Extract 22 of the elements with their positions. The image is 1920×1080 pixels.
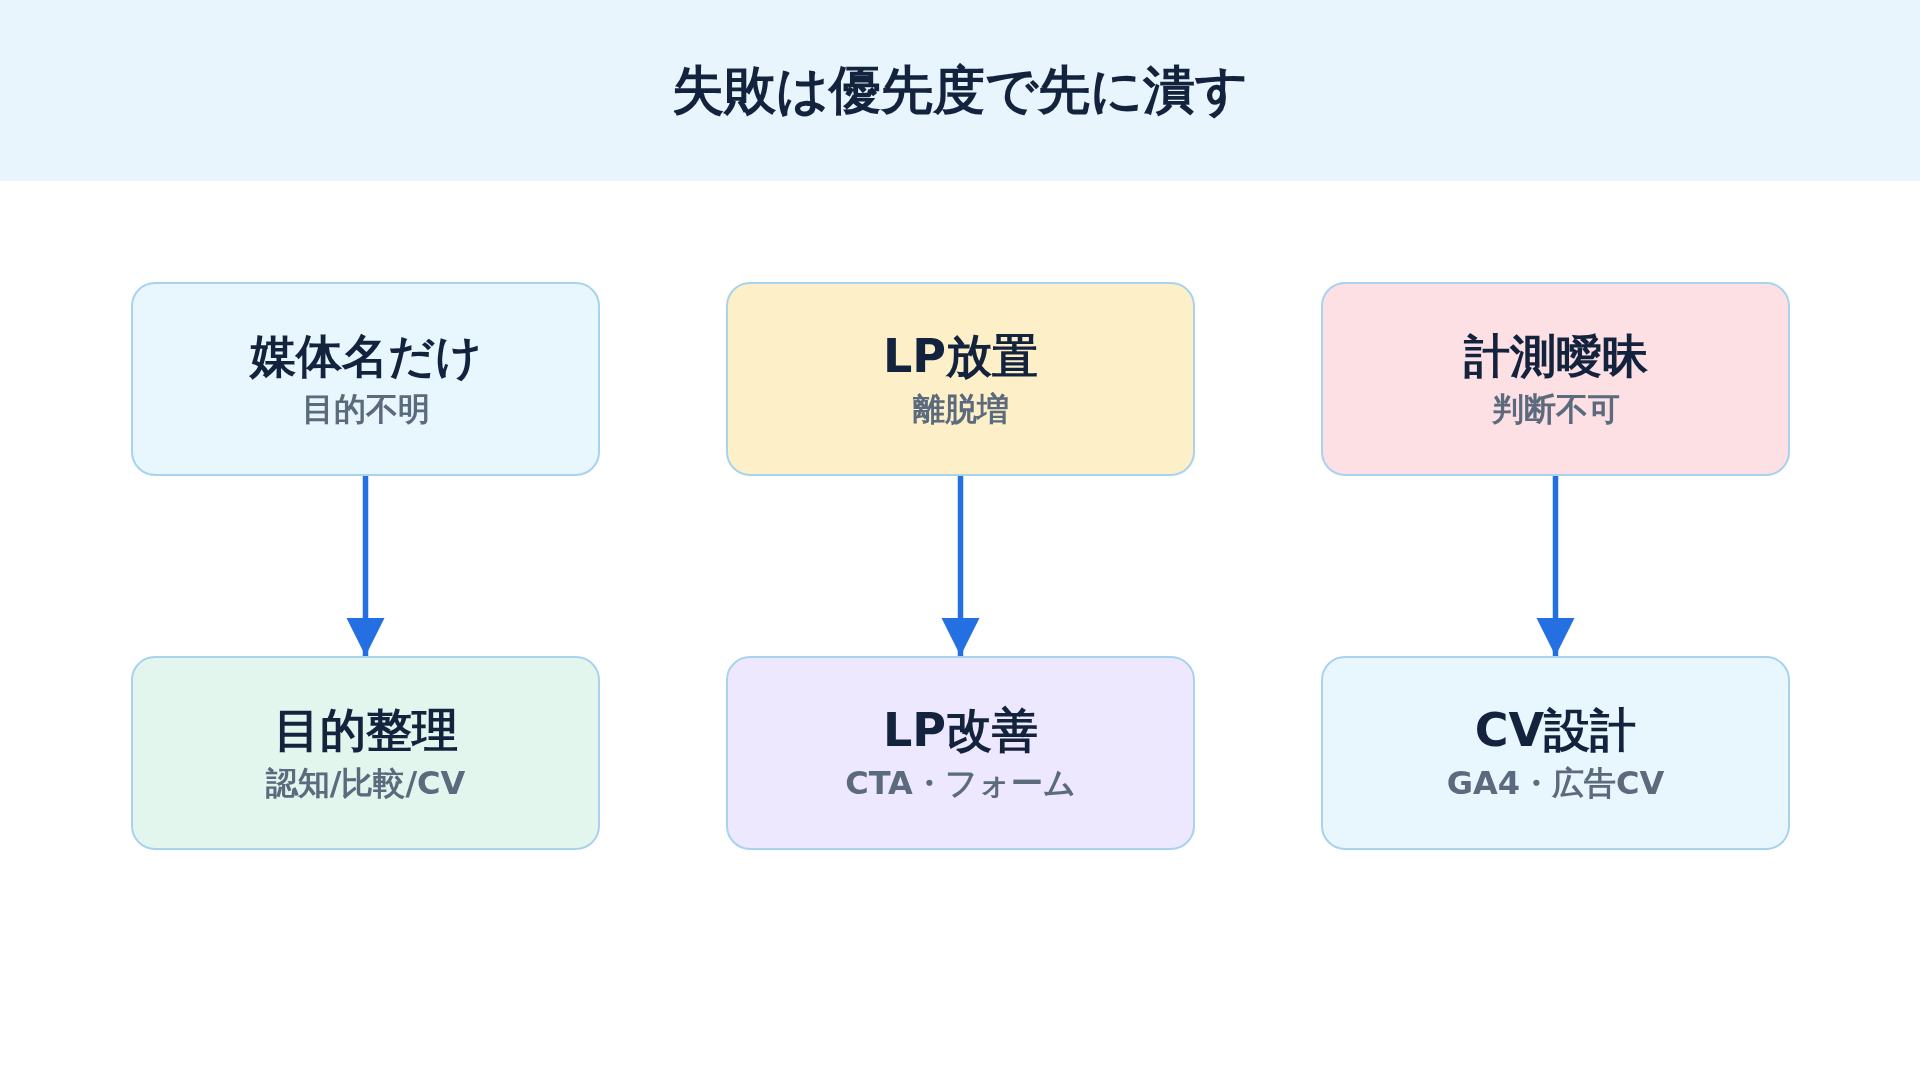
box-subtext: CTA・フォーム (845, 765, 1076, 802)
box-heading: 目的整理 (273, 704, 458, 758)
process-box (131, 656, 600, 850)
process-box (726, 656, 1195, 850)
process-box (1321, 282, 1790, 476)
process-box (131, 282, 600, 476)
box-heading: CV設計 (1474, 704, 1637, 758)
arrow (1536, 476, 1575, 656)
process-box (726, 282, 1195, 476)
box-heading: LP改善 (883, 704, 1038, 758)
box-subtext: 認知/比較/CV (265, 765, 466, 802)
title: 失敗は優先度で先に潰す (672, 58, 1248, 122)
box-subtext: 目的不明 (301, 391, 430, 428)
box-subtext: 離脱増 (912, 391, 1009, 428)
box-subtext: 判断不可 (1491, 391, 1620, 428)
arrow (941, 476, 980, 656)
arrow (346, 476, 385, 656)
process-box (1321, 656, 1790, 850)
box-heading: LP放置 (883, 330, 1038, 384)
box-heading: 媒体名だけ (249, 330, 482, 384)
box-subtext: GA4・広告CV (1446, 765, 1665, 802)
box-heading: 計測曖昧 (1463, 330, 1648, 384)
